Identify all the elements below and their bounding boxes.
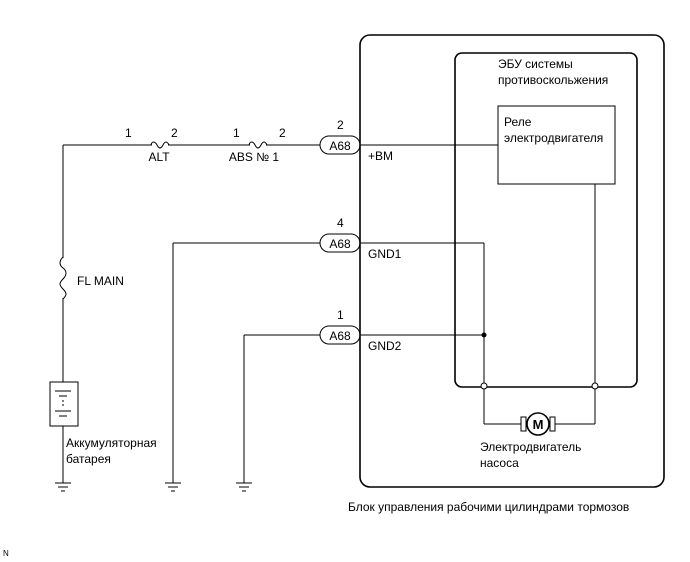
battery-label-line-1: Аккумуляторная xyxy=(66,436,157,450)
fuse-abs1: 1 2 ABS № 1 xyxy=(229,126,286,164)
fuse-alt-label: ALT xyxy=(148,150,170,164)
fuse-alt: 1 2 ALT xyxy=(125,126,178,164)
connector-id: A68 xyxy=(329,139,351,153)
connector-a68-pin-1: A68 1 GND2 xyxy=(319,308,402,353)
junction-dot xyxy=(481,332,487,338)
skid-control-ecu-box xyxy=(454,52,638,388)
relay-label-line-1: Реле xyxy=(504,115,532,129)
ground-wires xyxy=(173,242,487,386)
fuse-abs1-pin-1: 1 xyxy=(233,126,240,140)
ground-battery-icon xyxy=(55,482,71,492)
terminal-label: GND2 xyxy=(368,339,402,353)
actuator-label: Блок управления рабочими цилиндрами торм… xyxy=(348,500,629,514)
relay-label-line-2: электродвигателя xyxy=(504,131,603,145)
terminal-label: +BM xyxy=(368,149,393,163)
battery: Аккумуляторная батарея xyxy=(49,381,157,483)
motor-icon xyxy=(526,412,550,436)
connector-id: A68 xyxy=(329,237,351,251)
connector-pin: 1 xyxy=(337,308,344,322)
terminal-dot xyxy=(480,382,488,390)
connector-a68-pin-2: A68 2 +BM xyxy=(319,118,393,163)
connector-id: A68 xyxy=(329,329,351,343)
motor-label-line-1: Электродвигатель xyxy=(480,440,581,454)
battery-label-line-2: батарея xyxy=(66,452,111,466)
fuse-abs1-pin-2: 2 xyxy=(279,126,286,140)
fuse-fl-main-label: FL MAIN xyxy=(77,274,124,288)
ground-gnd1-icon xyxy=(165,243,181,492)
fuse-alt-pin-2: 2 xyxy=(171,126,178,140)
fuse-alt-symbol xyxy=(150,141,170,149)
terminal-label: GND1 xyxy=(368,247,402,261)
fuse-abs1-label: ABS № 1 xyxy=(229,150,280,164)
motor-symbol: M xyxy=(533,417,544,432)
fuse-abs1-symbol xyxy=(248,141,268,149)
ecu-label-line-1: ЭБУ системы xyxy=(498,57,573,71)
power-wire xyxy=(62,144,498,382)
brake-actuator-housing xyxy=(359,34,665,488)
connector-a68-pin-4: A68 4 GND1 xyxy=(319,216,402,261)
connector-pin: 4 xyxy=(337,216,344,230)
connector-pin: 2 xyxy=(337,118,344,132)
corner-mark: N xyxy=(3,549,9,558)
terminal-dot xyxy=(591,382,599,390)
ground-gnd2-icon xyxy=(236,335,252,492)
ecu-label-line-2: противоскольжения xyxy=(498,73,608,87)
motor-label-line-2: насоса xyxy=(480,456,519,470)
fuse-fl-main-symbol xyxy=(59,256,67,300)
pump-motor: M Электродвигатель насоса xyxy=(480,382,599,470)
battery-body xyxy=(49,381,79,427)
fuse-alt-pin-1: 1 xyxy=(125,126,132,140)
fuse-fl-main: FL MAIN xyxy=(59,256,124,300)
